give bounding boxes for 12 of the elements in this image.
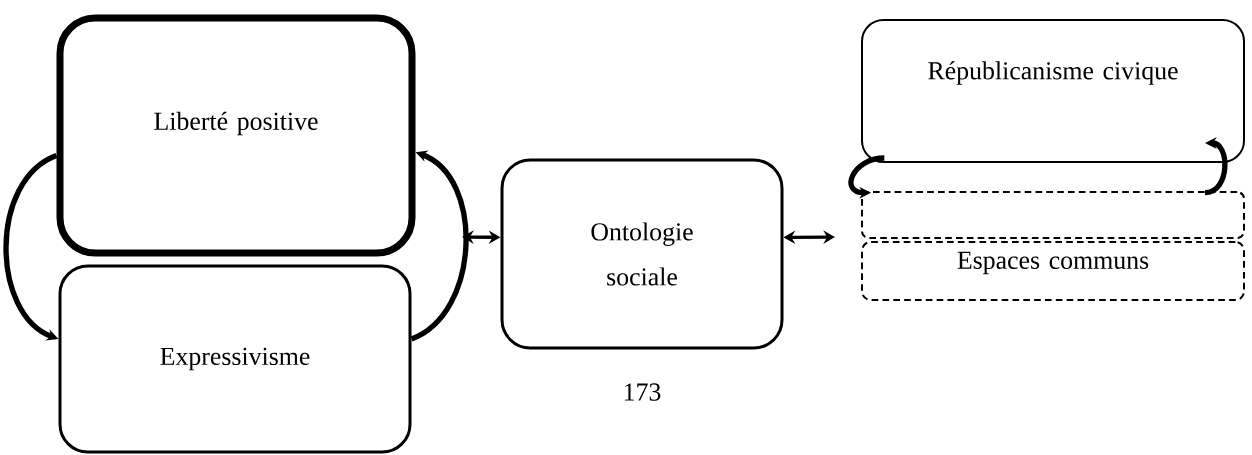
node-label: Ontologie sociale bbox=[591, 222, 693, 286]
node-label: Espaces communs bbox=[957, 251, 1149, 275]
node-label: Expressivisme bbox=[160, 347, 310, 371]
node-label: Liberté positive bbox=[154, 111, 318, 136]
empty-box bbox=[861, 191, 1245, 239]
process-box bbox=[861, 241, 1245, 301]
process-box bbox=[861, 19, 1245, 163]
page-number: 173 bbox=[624, 383, 661, 401]
node-label: Républicanisme civique bbox=[928, 61, 1178, 85]
process-box bbox=[56, 14, 416, 257]
process-box bbox=[500, 158, 784, 350]
process-box bbox=[58, 264, 412, 454]
